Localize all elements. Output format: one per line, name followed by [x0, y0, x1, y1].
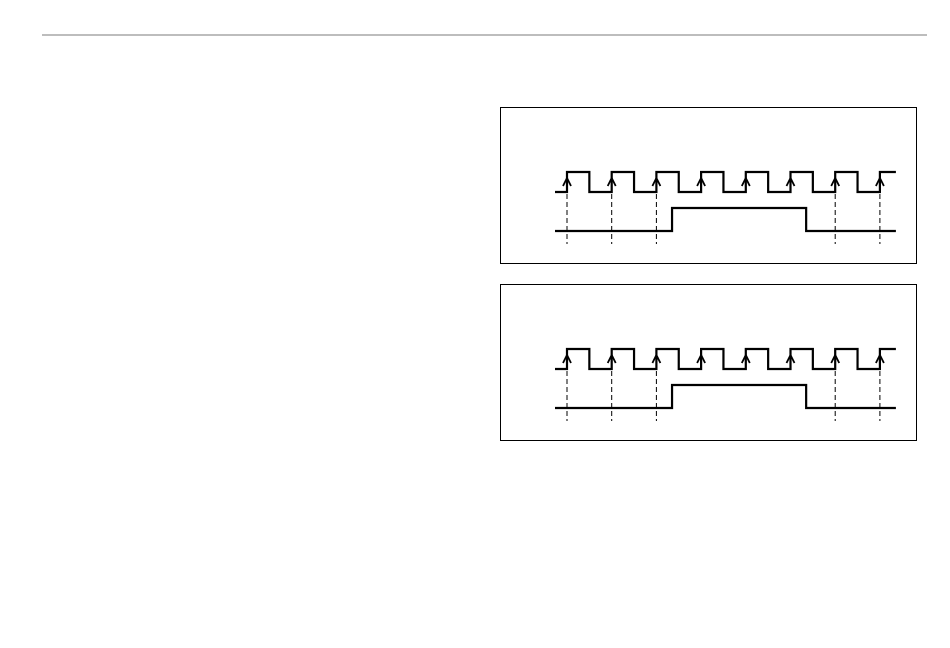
timing-diagram-panel-1: [500, 107, 917, 264]
data-waveform: [555, 385, 896, 408]
timing-diagram-panel-2: [500, 284, 917, 441]
top-divider-rule: [42, 34, 927, 36]
timing-diagram-2: [501, 285, 918, 442]
clock-waveform: [555, 349, 896, 369]
data-waveform: [555, 208, 896, 231]
clock-waveform: [555, 172, 896, 192]
timing-diagram-1: [501, 108, 918, 265]
